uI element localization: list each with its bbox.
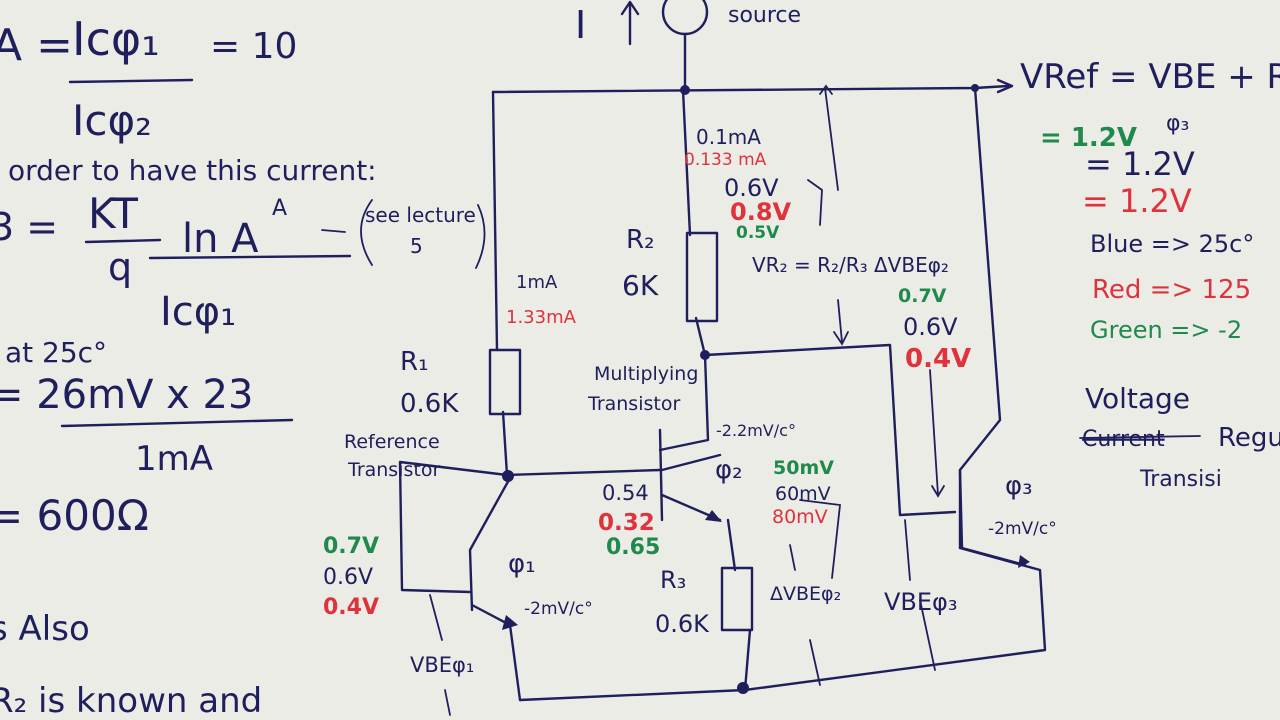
vref-green: = 1.2V [1040, 123, 1137, 153]
resistor-r1 [488, 348, 522, 416]
legend-red: Red => 125 [1092, 275, 1251, 305]
source-label: source [728, 3, 801, 28]
vbe-q2-green: 0.65 [606, 535, 660, 560]
eq1-numerator: Icφ₁ [72, 12, 160, 66]
r2-voltage-blue: 0.6V [724, 174, 779, 202]
multiplying-label: Multiplying [594, 363, 698, 385]
calc-numerator: = 26mV x 23 [0, 372, 253, 418]
q1-temp-coefficient: -2mV/c° [524, 599, 593, 619]
circuit-annotations: 0.1mA 0.133 mA 0.6V 0.8V 0.5V R₂ 6K 1mA … [323, 125, 1057, 677]
calc-denominator: 1mA [135, 439, 213, 479]
vbe-q2-red: 0.32 [598, 510, 655, 536]
r2-voltage-green: 0.5V [736, 223, 780, 243]
current-struck-label: Current [1082, 427, 1165, 452]
order-line: order to have this current: [8, 154, 377, 187]
see-lecture-bracket [360, 199, 373, 266]
vr2-formula: VR₂ = R₂/R₃ ΔVBEφ₂ [752, 253, 949, 277]
delta-vbe-q2-label: ΔVBEφ₂ [770, 583, 841, 605]
r1-name: R₁ [400, 347, 429, 377]
ic-q1: Icφ₁ [160, 289, 236, 335]
legend-blue: Blue => 25c° [1090, 230, 1254, 258]
r3-value: 0.6K [655, 610, 710, 638]
vref-subscript: φ₃ [1166, 111, 1189, 136]
resistor-r2 [685, 231, 719, 323]
calc-fraction-bar [60, 418, 294, 428]
vbe-q2-blue: 0.54 [602, 481, 649, 505]
eq2-numerator: KT [88, 189, 138, 238]
vbe-q1-red: 0.4V [323, 595, 379, 620]
also-label: s Also [0, 609, 90, 649]
r2-known-line: R₂ is known and [0, 681, 262, 720]
legend-green: Green => -2 [1090, 316, 1242, 344]
reference-label: Reference [344, 431, 440, 453]
vbe-q3-label: VBEφ₃ [884, 588, 958, 616]
eq2-rhs: ln A [182, 216, 259, 262]
vref-equation: VRef = VBE + R₂/R₃ [1020, 57, 1280, 97]
result-value: = 600Ω [0, 491, 149, 540]
eq1-fraction-bar [68, 78, 194, 84]
r3-name: R₃ [660, 566, 686, 594]
strike-line [1079, 435, 1201, 439]
vbe-q1-green: 0.7V [323, 534, 379, 559]
q3-temp-coefficient: -2mV/c° [988, 519, 1057, 539]
r2-name: R₂ [626, 225, 655, 255]
source-current-label: I [575, 3, 586, 47]
i-ref-blue: 1mA [516, 272, 558, 293]
eq2-superscript: A [272, 196, 287, 221]
eq2-fraction-bar [84, 238, 162, 244]
r2-value: 6K [622, 269, 659, 302]
voltage-label: Voltage [1085, 382, 1190, 415]
eq1-lhs: A = [0, 20, 73, 71]
q3-emitter-arrow-icon [1018, 555, 1030, 568]
see-lecture-arrow-icon [321, 229, 346, 233]
resistor-r3 [720, 566, 754, 632]
delta-v-blue: 60mV [775, 483, 831, 505]
circuit-wiring [398, 0, 1047, 716]
left-derivation: A = Icφ₁ = 10 Icφ₂ order to have this cu… [0, 12, 486, 720]
delta-v-red: 80mV [772, 506, 828, 528]
q3-label: φ₃ [1005, 471, 1033, 501]
q1-label: φ₁ [508, 549, 536, 579]
q2-label: φ₂ [715, 455, 743, 485]
vref-blue: = 1.2V [1085, 145, 1195, 183]
eq2-denominator: q [108, 245, 132, 289]
eq1-rhs: = 10 [210, 26, 297, 67]
q3-voltage-blue: 0.6V [903, 313, 958, 341]
q3-voltage-red: 0.4V [905, 344, 971, 374]
q2-temp-coefficient: -2.2mV/c° [716, 421, 796, 440]
see-lecture-label: see lecture [365, 203, 476, 227]
r1-value: 0.6K [400, 389, 459, 419]
multiplying-transistor-label: Transistor [587, 393, 680, 415]
lecture-number: 5 [410, 234, 423, 258]
right-notes: VRef = VBE + R₂/R₃ = 1.2V φ₃ = 1.2V = 1.… [1020, 57, 1280, 492]
reference-transistor-label: Transistor [347, 459, 440, 481]
transis-label: Transisi [1139, 467, 1222, 492]
q2-emitter-arrow-icon [705, 510, 722, 522]
eq1-denominator: Icφ₂ [72, 96, 152, 145]
i-ref-red: 1.33mA [506, 307, 577, 328]
delta-v-green: 50mV [773, 457, 834, 479]
i-branch-red: 0.133 mA [684, 150, 767, 170]
i-branch-blue: 0.1mA [696, 125, 761, 149]
vbe-q1-label: VBEφ₁ [410, 653, 474, 677]
q3-voltage-green: 0.7V [898, 285, 947, 307]
eq2-underline [148, 254, 352, 260]
r2-voltage-red: 0.8V [730, 198, 792, 226]
eq2-lhs: 3 = [0, 205, 58, 249]
vbe-q1-blue: 0.6V [323, 565, 373, 590]
vref-red: = 1.2V [1082, 182, 1192, 220]
regu-label: Regu [1218, 423, 1280, 453]
at-25c: at 25c° [5, 336, 107, 369]
q1-emitter-arrow-icon [502, 615, 518, 630]
